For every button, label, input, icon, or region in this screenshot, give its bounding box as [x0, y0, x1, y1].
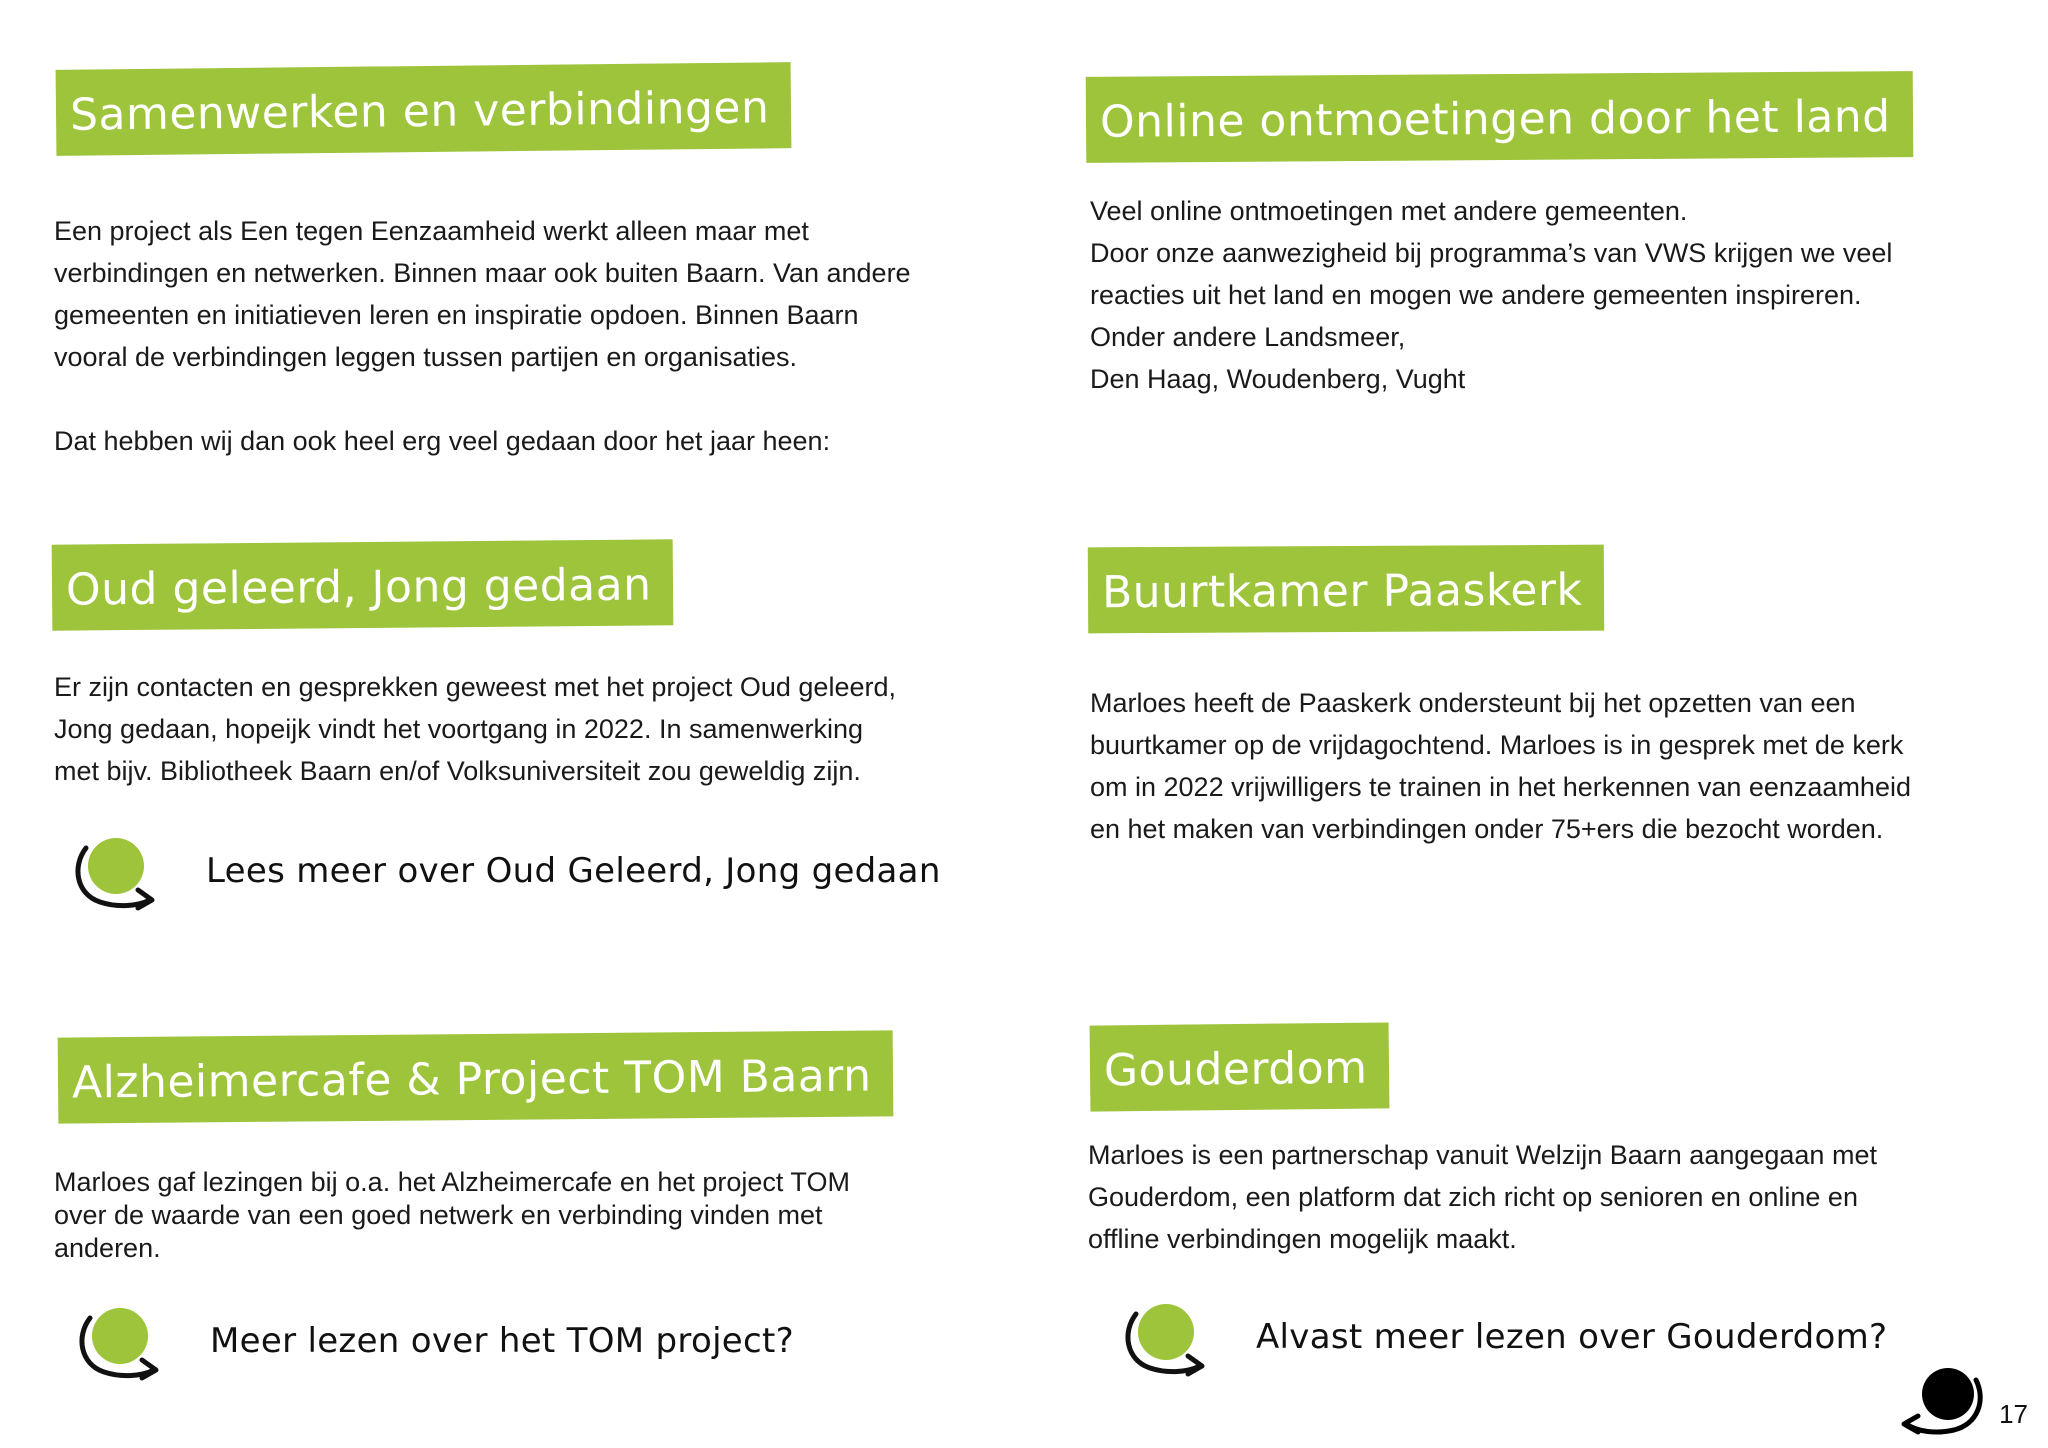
text-line: Onder andere Landsmeer, — [1090, 322, 1406, 352]
heading-alzheimer: Alzheimercafe & Project TOM Baarn — [57, 1030, 894, 1124]
link-oud-geleerd[interactable]: Lees meer over Oud Geleerd, Jong gedaan — [66, 826, 941, 916]
text-line: anderen. — [54, 1233, 161, 1263]
text-line: en het maken van verbindingen onder 75+e… — [1090, 814, 1884, 844]
text-line: Marloes heeft de Paaskerk ondersteunt bi… — [1090, 688, 1856, 718]
text-buurtkamer: Marloes heeft de Paaskerk ondersteunt bi… — [1090, 682, 1911, 850]
heading-buurtkamer: Buurtkamer Paaskerk — [1087, 544, 1605, 634]
link-tom-project[interactable]: Meer lezen over het TOM project? — [70, 1296, 794, 1386]
text-line: buurtkamer op de vrijdagochtend. Marloes… — [1090, 730, 1904, 760]
text-line: vooral de verbindingen leggen tussen par… — [54, 342, 798, 372]
text-line: Een project als Een tegen Eenzaamheid we… — [54, 216, 809, 246]
text-samenwerken: Een project als Een tegen Eenzaamheid we… — [54, 210, 911, 462]
text-oud-geleerd: Er zijn contacten en gesprekken geweest … — [54, 666, 896, 792]
text-online: Veel online ontmoetingen met andere geme… — [1090, 190, 1892, 400]
text-line: Gouderdom, een platform dat zich richt o… — [1088, 1182, 1858, 1212]
text-line: over de waarde van een goed netwerk en v… — [54, 1200, 823, 1230]
heading-online: Online ontmoetingen door het land — [1085, 71, 1913, 163]
link-text[interactable]: Lees meer over Oud Geleerd, Jong gedaan — [206, 851, 941, 891]
text-line: Door onze aanwezigheid bij programma’s v… — [1090, 238, 1893, 268]
text-line: Er zijn contacten en gesprekken geweest … — [54, 672, 896, 702]
text-line: om in 2022 vrijwilligers te trainen in h… — [1090, 772, 1911, 802]
circle-arrow-icon — [66, 826, 162, 916]
text-alzheimer: Marloes gaf lezingen bij o.a. het Alzhei… — [54, 1166, 850, 1265]
circle-arrow-icon — [1898, 1360, 1988, 1440]
text-line: Dat hebben wij dan ook heel erg veel ged… — [54, 426, 831, 456]
page-number: 17 — [1999, 1399, 2028, 1429]
text-line: gemeenten en initiatieven leren en inspi… — [54, 300, 859, 330]
text-line: offline verbindingen mogelijk maakt. — [1088, 1224, 1517, 1254]
link-text[interactable]: Alvast meer lezen over Gouderdom? — [1256, 1317, 1888, 1357]
text-line: Den Haag, Woudenberg, Vught — [1090, 364, 1466, 394]
circle-arrow-icon — [70, 1296, 166, 1386]
text-line: Veel online ontmoetingen met andere geme… — [1090, 196, 1688, 226]
link-text[interactable]: Meer lezen over het TOM project? — [210, 1321, 794, 1361]
text-line: verbindingen en netwerken. Binnen maar o… — [54, 258, 911, 288]
text-gouderdom: Marloes is een partnerschap vanuit Welzi… — [1088, 1134, 1877, 1260]
text-line: met bijv. Bibliotheek Baarn en/of Volksu… — [54, 756, 861, 786]
circle-arrow-icon — [1116, 1292, 1212, 1382]
heading-oud-geleerd: Oud geleerd, Jong gedaan — [51, 539, 674, 631]
text-line: Marloes is een partnerschap vanuit Welzi… — [1088, 1140, 1877, 1170]
link-gouderdom[interactable]: Alvast meer lezen over Gouderdom? — [1116, 1292, 1887, 1382]
heading-gouderdom: Gouderdom — [1089, 1022, 1390, 1112]
text-line: Marloes gaf lezingen bij o.a. het Alzhei… — [54, 1167, 850, 1197]
text-line: reacties uit het land en mogen we andere… — [1090, 280, 1862, 310]
text-line: Jong gedaan, hopeijk vindt het voortgang… — [54, 714, 864, 744]
heading-samenwerken: Samenwerken en verbindingen — [55, 62, 792, 156]
